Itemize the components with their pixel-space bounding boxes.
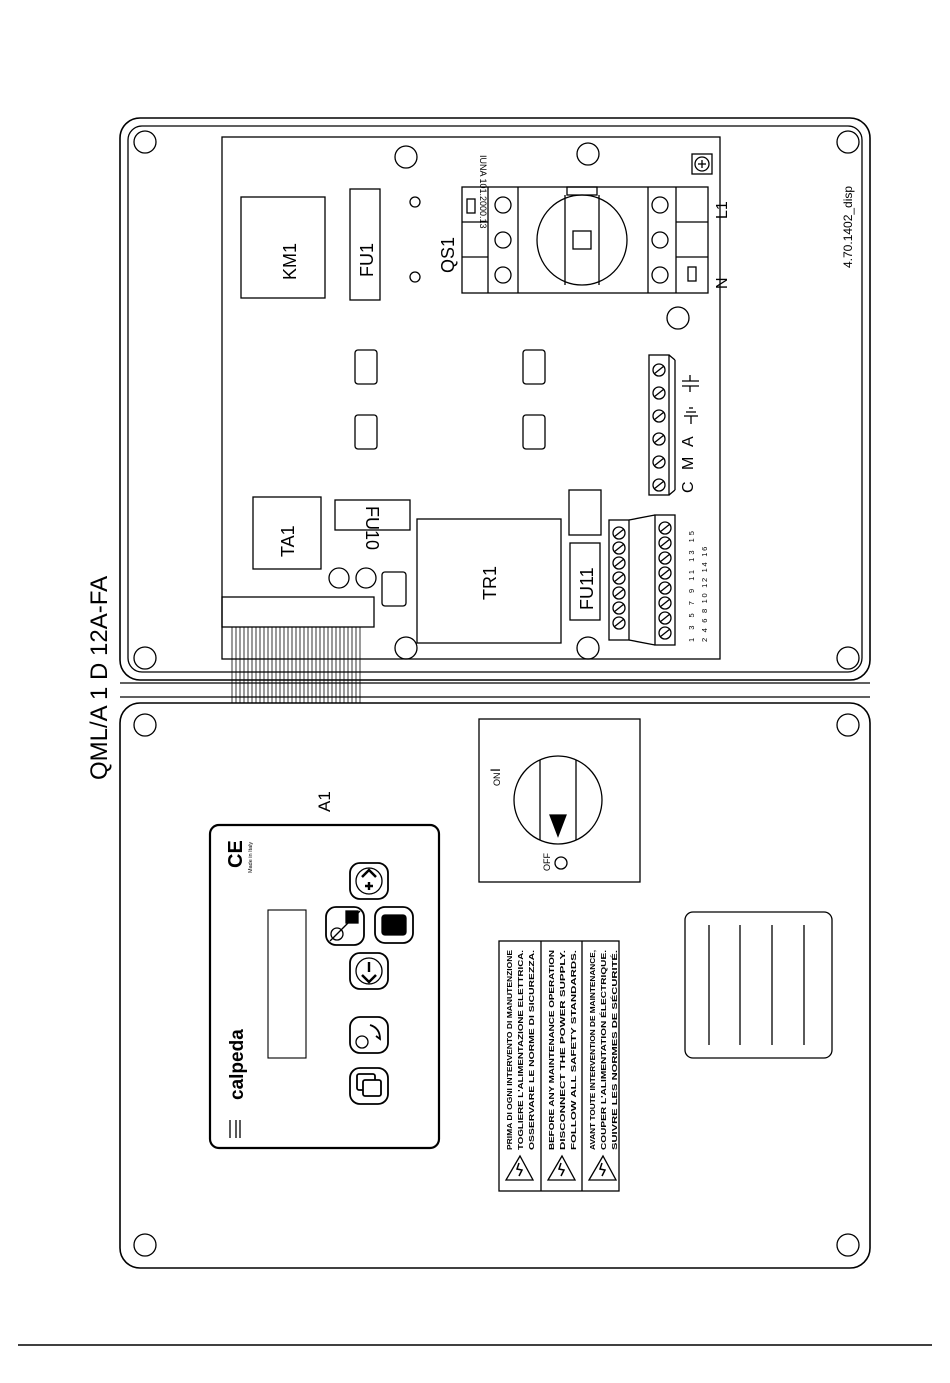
warning-it-line-2: TOGLIERE L'ALIMENTAZIONE ELETTRICA. bbox=[516, 950, 525, 1150]
fu11-fuse bbox=[569, 542, 601, 621]
ground-terminal-icon bbox=[691, 153, 713, 175]
drawing-code: 4.70.1402_disp bbox=[841, 186, 855, 268]
fu11-label: FU11 bbox=[577, 567, 597, 610]
warning-fr-line-2: COUPER L'ALIMENTATION ÉLECTRIQUE. bbox=[599, 950, 608, 1150]
lightning-warning-icon bbox=[546, 1154, 577, 1181]
cma-terminal-strip bbox=[648, 354, 676, 496]
terminal-numbers-even: 2 4 6 8 10 12 14 16 bbox=[700, 545, 709, 642]
ce-mark: CE bbox=[225, 840, 247, 868]
capacitor-round bbox=[355, 567, 377, 589]
km1-contactor bbox=[240, 196, 326, 299]
component-block bbox=[381, 571, 407, 607]
enclosure-base bbox=[119, 117, 871, 681]
auto-stop-button[interactable] bbox=[325, 906, 365, 946]
lightning-warning-icon bbox=[504, 1154, 535, 1181]
switch-on-mark: I bbox=[487, 768, 503, 772]
switch-on-label: ON bbox=[492, 773, 502, 787]
terminal-label-c: C bbox=[680, 481, 697, 493]
warning-fr-line-3: SUIVRE LES NORMES DE SÉCURITÉ. bbox=[610, 950, 619, 1150]
terminal-label-a: A bbox=[680, 436, 697, 447]
hinge-band bbox=[120, 682, 870, 698]
component-block bbox=[568, 489, 602, 536]
reset-button[interactable] bbox=[349, 1016, 389, 1054]
capacitor-round bbox=[328, 567, 350, 589]
fu10-label: FU10 bbox=[362, 506, 382, 550]
ta1-transformer bbox=[252, 496, 322, 570]
control-panel-a1 bbox=[208, 823, 441, 1150]
pad bbox=[354, 414, 378, 450]
brand-logo: calpeda bbox=[227, 1029, 248, 1100]
warning-label bbox=[498, 940, 620, 1192]
qs1-label: QS1 bbox=[438, 237, 458, 273]
l1-label: L1 bbox=[714, 201, 731, 219]
warning-en-line-3: FOLLOW ALL SAFETY STANDARDS. bbox=[569, 950, 578, 1150]
n-label: N bbox=[714, 277, 731, 289]
fu1-fuse bbox=[349, 188, 381, 301]
warning-fr-line-1: AVANT TOUTE INTERVENTION DE MAINTENANCE, bbox=[588, 950, 597, 1150]
lightning-warning-icon bbox=[587, 1154, 618, 1181]
rating-plate bbox=[684, 911, 833, 1059]
menu-pages-button[interactable] bbox=[349, 1067, 389, 1105]
manual-hand-button[interactable] bbox=[374, 906, 414, 944]
switch-off-label: OFF bbox=[542, 853, 552, 871]
pcb-board bbox=[221, 136, 721, 660]
pad bbox=[354, 349, 378, 385]
ribbon-cable bbox=[231, 627, 361, 703]
warning-en-line-2: DISCONNECT THE POWER SUPPLY. bbox=[558, 950, 567, 1150]
capacitor-symbol-icon bbox=[682, 375, 699, 392]
qs1-main-switch bbox=[461, 186, 709, 294]
fu10-fuse bbox=[334, 499, 411, 531]
made-in-italy: Made in Italy bbox=[248, 842, 254, 873]
fu1-label: FU1 bbox=[357, 243, 377, 277]
tr1-label: TR1 bbox=[480, 566, 500, 600]
rotary-switch-knob[interactable] bbox=[513, 755, 603, 845]
ta1-label: TA1 bbox=[278, 525, 298, 557]
pad bbox=[522, 414, 546, 450]
km1-label: KM1 bbox=[280, 243, 300, 280]
warning-en-line-1: BEFORE ANY MAINTENANCE OPERATION bbox=[547, 950, 556, 1150]
warning-it-line-1: PRIMA DI OGNI INTERVENTO DI MANUTENZIONE bbox=[505, 950, 514, 1150]
switch-off-indicator bbox=[554, 856, 568, 870]
tr1-transformer bbox=[416, 518, 562, 644]
earth-symbol-icon bbox=[684, 407, 698, 424]
signal-terminal-block bbox=[608, 514, 676, 646]
pad bbox=[522, 349, 546, 385]
minus-button[interactable] bbox=[349, 952, 389, 990]
rotary-switch-plate bbox=[478, 718, 641, 883]
model-title: QML/A 1 D 12A-FA bbox=[86, 576, 113, 780]
terminal-label-m: M bbox=[680, 457, 697, 470]
plus-button[interactable] bbox=[349, 862, 389, 900]
a1-label: A1 bbox=[315, 791, 334, 812]
enclosure-cover bbox=[119, 702, 871, 1269]
board-code: IUNA 101.2000.13 bbox=[478, 155, 488, 229]
terminal-numbers-odd: 1 3 5 7 9 11 13 15 bbox=[687, 528, 696, 642]
warning-it-line-3: OSSERVARE LE NORME DI SICUREZZA. bbox=[527, 950, 536, 1150]
ribbon-connector bbox=[221, 596, 375, 628]
brand-logo-mark bbox=[229, 1120, 241, 1138]
